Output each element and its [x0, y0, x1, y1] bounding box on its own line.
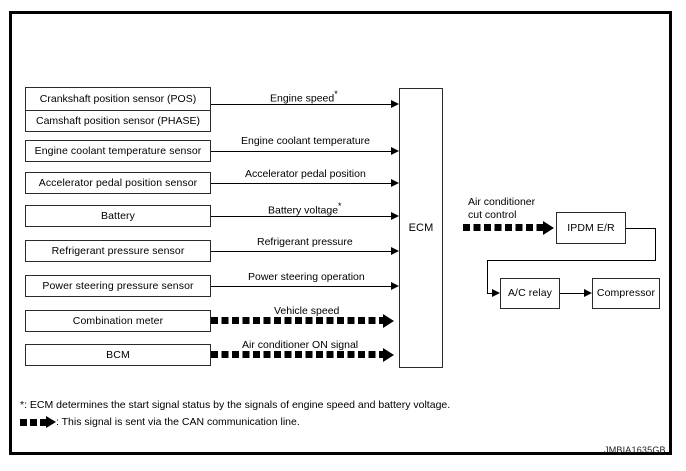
output-box-ac-relay: A/C relay [500, 278, 560, 309]
can-legend-bar [20, 419, 46, 426]
ecm-box: ECM [399, 88, 443, 368]
signal-label-refrigerant-pressure: Refrigerant pressure [257, 236, 353, 249]
signal-text-vehicle-speed: Vehicle speed [274, 305, 340, 317]
footnote-asterisk: *: ECM determines the start signal statu… [20, 399, 451, 411]
output-signal-label-air-conditioner-cut-control: Air conditioner cut control [468, 196, 535, 222]
signal-can-arrowhead-air-conditioner-on [383, 347, 394, 362]
signal-label-accelerator-pedal-position: Accelerator pedal position [245, 168, 366, 181]
input-label-camshaft-position-sensor: Camshaft position sensor (PHASE) [36, 115, 200, 128]
output-can-line-air-conditioner-cut-control [463, 224, 543, 231]
signal-label-power-steering-operation: Power steering operation [248, 271, 365, 284]
input-box-position-sensors: Crankshaft position sensor (POS) Camshaf… [25, 87, 211, 132]
input-label-crankshaft-position-sensor: Crankshaft position sensor (POS) [26, 88, 210, 111]
output-box-compressor: Compressor [592, 278, 660, 309]
signal-arrowhead-refrigerant-pressure [391, 247, 399, 255]
signal-text-engine-coolant-temperature: Engine coolant temperature [241, 135, 370, 147]
output-signal-line1: Air conditioner [468, 196, 536, 208]
input-box-battery: Battery [25, 205, 211, 227]
signal-line-accelerator-pedal-position [211, 183, 391, 184]
output-can-arrowhead-air-conditioner-cut-control [543, 220, 554, 235]
connector-relay-in [487, 293, 493, 294]
signal-line-engine-coolant-temperature [211, 151, 391, 152]
signal-line-battery-voltage [211, 216, 391, 217]
signal-arrowhead-power-steering-operation [391, 282, 399, 290]
signal-can-arrowhead-vehicle-speed [383, 313, 394, 328]
signal-can-line-vehicle-speed [211, 317, 383, 324]
input-box-accelerator-pedal-position-sensor: Accelerator pedal position sensor [25, 172, 211, 194]
input-box-power-steering-pressure-sensor: Power steering pressure sensor [25, 275, 211, 297]
signal-line-power-steering-operation [211, 286, 391, 287]
figure-reference-code: JMBIA1635GB [604, 445, 666, 455]
input-box-combination-meter: Combination meter [25, 310, 211, 332]
signal-label-battery-voltage: Battery voltage* [268, 201, 342, 217]
signal-text-accelerator-pedal-position: Accelerator pedal position [245, 168, 366, 180]
output-box-ipdm-er: IPDM E/R [556, 212, 626, 244]
signal-footnote-mark-battery-voltage: * [338, 201, 342, 211]
signal-text-engine-speed: Engine speed [270, 92, 335, 105]
signal-label-air-conditioner-on: Air conditioner ON signal [242, 339, 358, 352]
connector-arrowhead-ac-relay [492, 289, 500, 297]
footnote-can-line: : This signal is sent via the CAN commun… [56, 416, 300, 428]
signal-text-refrigerant-pressure: Refrigerant pressure [257, 236, 353, 248]
connector-relay-down [487, 260, 488, 293]
connector-ipdm-left [487, 260, 656, 261]
signal-label-engine-speed: Engine speed* [270, 89, 338, 105]
signal-text-air-conditioner-on: Air conditioner ON signal [242, 339, 359, 351]
signal-label-vehicle-speed: Vehicle speed [274, 305, 339, 318]
signal-footnote-mark-engine-speed: * [334, 89, 338, 99]
signal-arrowhead-accelerator-pedal-position [391, 179, 399, 187]
input-box-refrigerant-pressure-sensor: Refrigerant pressure sensor [25, 240, 211, 262]
input-box-engine-coolant-temperature-sensor: Engine coolant temperature sensor [25, 140, 211, 162]
connector-arrowhead-compressor [584, 289, 592, 297]
signal-line-engine-speed [211, 104, 391, 105]
signal-arrowhead-engine-speed [391, 100, 399, 108]
connector-ipdm-down [655, 228, 656, 261]
input-box-bcm: BCM [25, 344, 211, 366]
signal-can-line-air-conditioner-on [211, 351, 383, 358]
can-legend-icon [20, 416, 56, 429]
connector-relay-to-compressor [560, 293, 584, 294]
can-legend-arrowhead [46, 416, 56, 428]
output-signal-line2: cut control [468, 209, 517, 222]
signal-text-battery-voltage: Battery voltage [268, 204, 339, 217]
connector-ipdm-right [626, 228, 656, 229]
signal-text-power-steering-operation: Power steering operation [248, 271, 365, 283]
signal-line-refrigerant-pressure [211, 251, 391, 252]
signal-label-engine-coolant-temperature: Engine coolant temperature [241, 135, 370, 148]
signal-arrowhead-battery-voltage [391, 212, 399, 220]
signal-arrowhead-engine-coolant-temperature [391, 147, 399, 155]
